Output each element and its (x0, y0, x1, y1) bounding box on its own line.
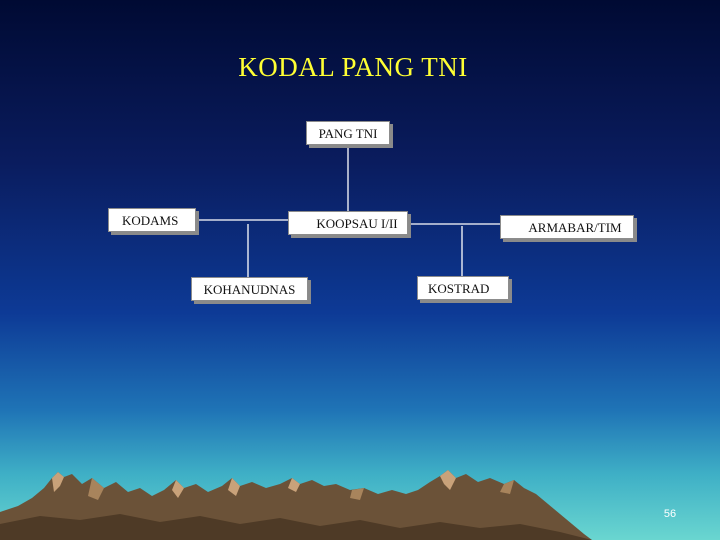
node-pang-tni: PANG TNI (306, 121, 390, 145)
node-armabar-tim: ARMABAR/TIM (500, 215, 634, 239)
node-kostrad: KOSTRAD (417, 276, 509, 300)
page-number: 56 (663, 508, 677, 520)
node-kohanudnas: KOHANUDNAS (191, 277, 308, 301)
node-kodams: KODAMS (108, 208, 196, 232)
slide-title: KODAL PANG TNI (238, 52, 468, 82)
node-koopsau: KOOPSAU I/II (288, 211, 408, 235)
